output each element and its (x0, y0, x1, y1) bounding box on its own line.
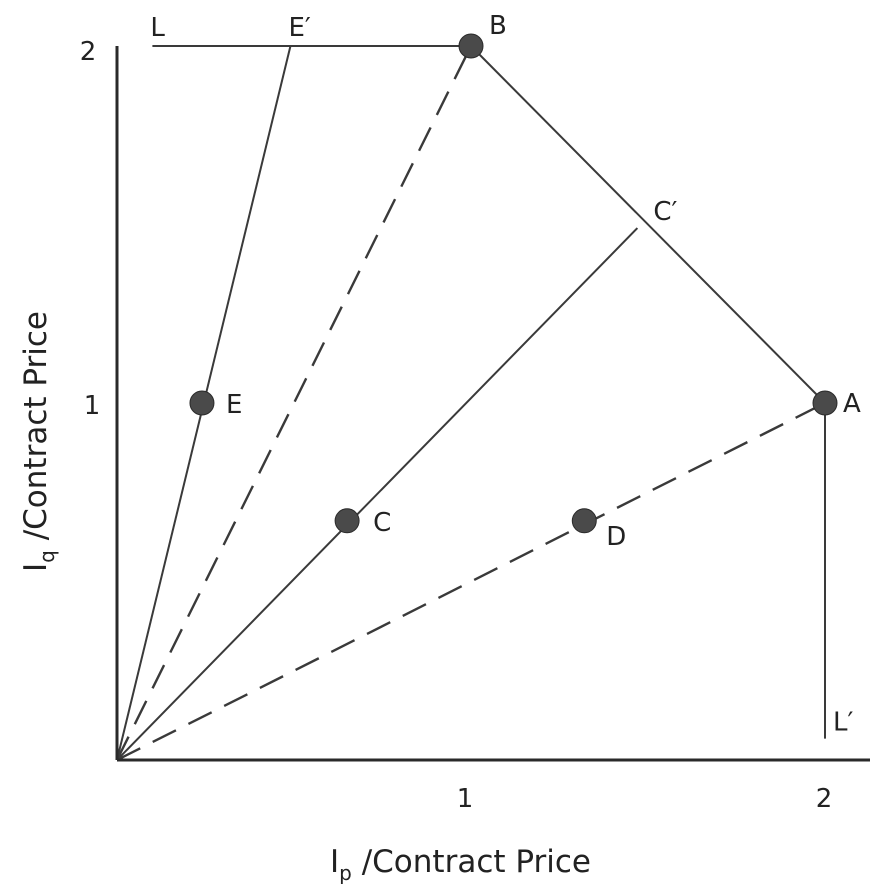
point-label-c: C (373, 508, 391, 538)
marker-label-0: L (150, 13, 165, 43)
y-axis-title: Iq /Contract Price (18, 311, 59, 572)
y-tick-2: 2 (80, 37, 97, 67)
y-axis-title-text: /Contract Price (18, 311, 54, 550)
labels-layer: A B C D E L E′ C′ L′ (150, 11, 861, 738)
marker-label-1: E′ (288, 13, 310, 43)
point-c (334, 508, 360, 534)
dashed-line-5 (115, 45, 473, 761)
x-tick-2: 2 (816, 784, 833, 814)
point-label-d: D (606, 522, 626, 552)
point-b (458, 33, 484, 59)
marker-label-3: L′ (833, 708, 853, 738)
y-axis-title-subscript: q (35, 550, 59, 563)
point-label-a: A (843, 389, 861, 419)
x-axis-title: Ip /Contract Price (330, 844, 591, 884)
point-a (812, 390, 838, 416)
y-axis-title-symbol: I (18, 563, 54, 572)
point-label-b: B (489, 11, 507, 41)
x-axis-title-subscript: p (339, 861, 352, 884)
point-label-e: E (226, 390, 242, 420)
solid-line-1 (470, 45, 826, 404)
lines-layer (115, 45, 826, 762)
x-axis-title-text: /Contract Price (352, 844, 591, 880)
x-tick-1: 1 (457, 784, 474, 814)
marker-label-2: C′ (653, 197, 677, 227)
y-tick-1: 1 (84, 391, 101, 421)
x-axis-title-symbol: I (330, 844, 339, 880)
solid-line-4 (116, 227, 639, 761)
point-e (189, 390, 215, 416)
point-d (571, 508, 597, 534)
points-layer (189, 33, 838, 534)
dashed-line-6 (116, 401, 826, 762)
